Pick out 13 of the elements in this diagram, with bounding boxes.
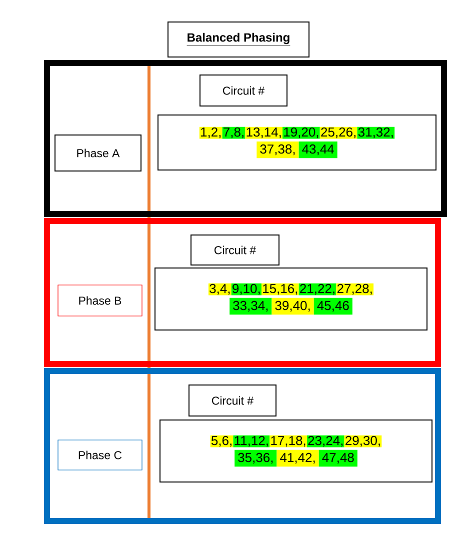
label-box: Phase A xyxy=(54,134,142,172)
label-box: Circuit # xyxy=(188,384,276,416)
phase-band xyxy=(44,60,447,217)
circuit-number-box: 1,2, 7,8, 13,14, 19,20, 25,26, 31,32, 37,38, 43,44 xyxy=(158,114,436,170)
phase-band xyxy=(44,218,441,367)
circuit-number-box: 3,4, 9,10, 15,16, 21,22, 27,28, 33,34, 39,40, 45,46 xyxy=(154,268,428,330)
phase-band xyxy=(44,368,441,524)
label-box: Circuit # xyxy=(200,74,288,106)
label-box: Phase B xyxy=(58,284,142,316)
label-box: Circuit # xyxy=(190,234,280,266)
circuit-number-box: 5,6, 11,12, 17,18, 23,24, 29,30, 35,36, 41,42, 47,48 xyxy=(160,420,432,482)
label-box: Phase C xyxy=(58,440,142,470)
title-box: Balanced Phasing xyxy=(168,22,310,58)
